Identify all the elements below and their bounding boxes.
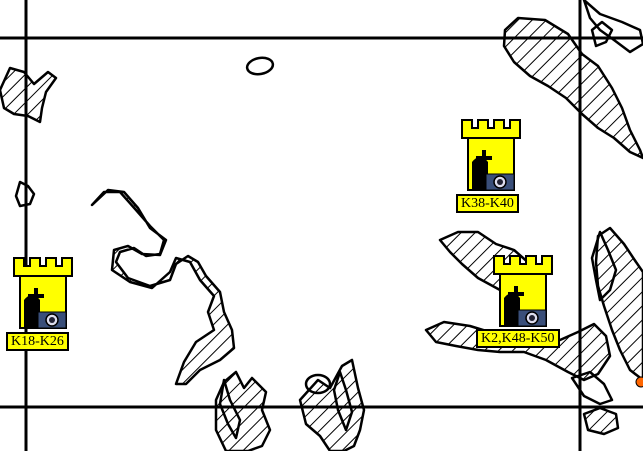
- tower-with-cross-and-camera-icon: [461, 119, 521, 191]
- marker-label-k18-k26[interactable]: K18-K26: [6, 332, 69, 351]
- terrain-area-center: [90, 188, 236, 386]
- terrain-area-bottom-right-small: [582, 406, 620, 436]
- hatched-terrain: [0, 16, 643, 451]
- tower-with-cross-and-camera-icon: [13, 257, 73, 329]
- monument-marker-k38-k40[interactable]: [458, 116, 528, 192]
- marker-label-k38-k40[interactable]: K38-K40: [456, 194, 519, 213]
- terrain-area-left: [0, 66, 58, 124]
- monument-marker-k2-k48-k50[interactable]: [490, 252, 560, 328]
- terrain-area-top-right: [502, 16, 643, 160]
- accent-dot: [635, 376, 643, 388]
- terrain-area-bottom-center: [298, 358, 366, 451]
- marker-label-k2-k48-k50[interactable]: K2,K48-K50: [476, 329, 560, 348]
- terrain-area-bottom: [214, 370, 272, 451]
- monument-marker-k18-k26[interactable]: [10, 254, 80, 330]
- tower-with-cross-and-camera-icon: [493, 255, 553, 327]
- outline-contours: [14, 0, 643, 440]
